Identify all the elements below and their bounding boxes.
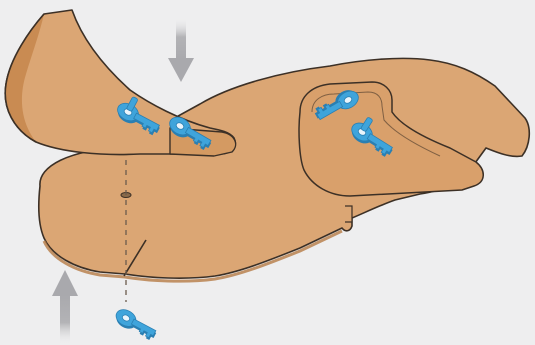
key-fastener-icon xyxy=(112,306,159,342)
arrow-up-icon xyxy=(52,270,78,345)
left-flap xyxy=(5,10,235,156)
arrow-down-icon xyxy=(168,18,194,82)
